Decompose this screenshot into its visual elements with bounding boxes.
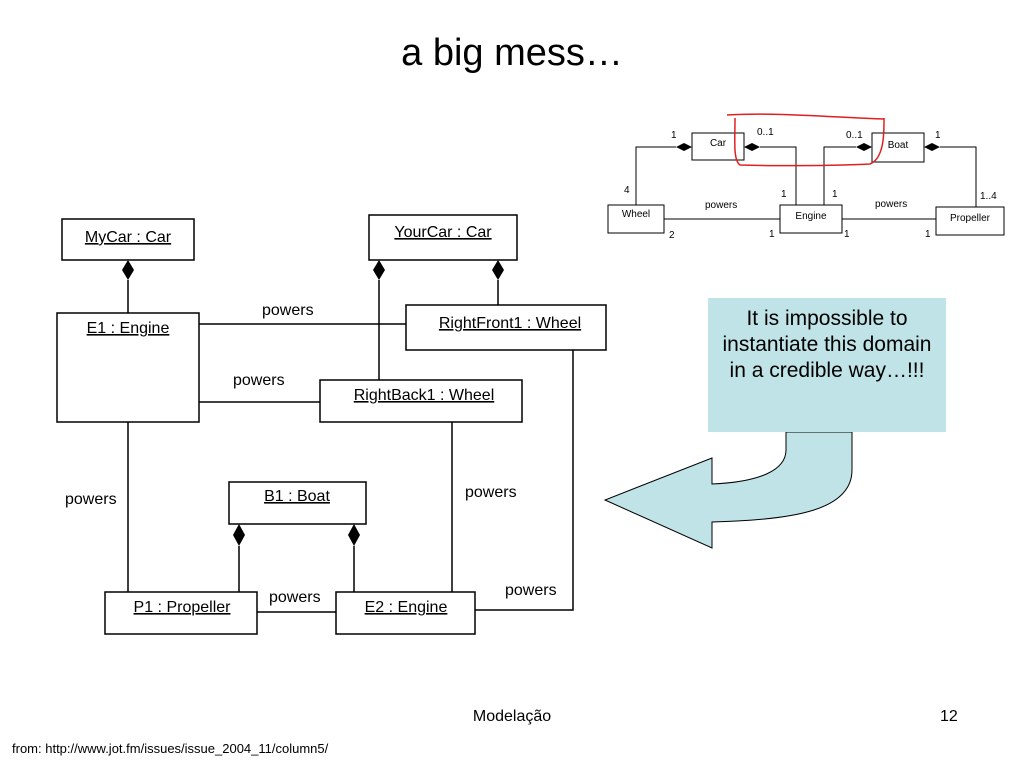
class-diamonds	[676, 143, 940, 151]
class-label-propeller: Propeller	[950, 213, 991, 224]
object-label-b1: B1 : Boat	[264, 488, 330, 505]
object-label-yourcar: YourCar : Car	[394, 224, 492, 241]
class-link-boat-propeller	[940, 146, 977, 207]
object-e2	[335, 591, 476, 635]
mult-boat-propeller-1: 1	[935, 130, 941, 141]
class-link-car-engine	[760, 146, 797, 205]
slide-title: a big mess…	[401, 32, 623, 74]
object-label-rightback1: RightBack1 : Wheel	[354, 387, 495, 404]
diamond-mycar	[122, 260, 134, 280]
class-diamond-car-right	[744, 143, 760, 151]
object-label-mycar: MyCar : Car	[85, 229, 172, 246]
page-number: 12	[940, 708, 958, 725]
link-label-rightfront1-e2: powers	[505, 582, 557, 599]
class-label-engine: Engine	[795, 211, 827, 222]
mult-wheel-engine-2: 2	[669, 230, 675, 241]
link-label-p1-e2: powers	[269, 589, 321, 606]
diamond-yourcar-left	[373, 260, 385, 280]
object-b1	[228, 481, 367, 525]
class-diamond-car-left	[676, 143, 692, 151]
object-p1	[104, 591, 258, 635]
class-label-boat: Boat	[888, 140, 909, 151]
class-assoc-label-wheel-engine: powers	[705, 200, 737, 211]
class-links	[635, 146, 977, 220]
class-link-car-wheel	[635, 146, 676, 205]
class-diamond-boat-right	[924, 143, 940, 151]
class-engine	[779, 204, 843, 234]
link-label-e1-rightfront1: powers	[262, 302, 314, 319]
mult-engine-car: 1	[781, 189, 787, 200]
diamond-b1-right	[348, 524, 360, 546]
diamond-yourcar-right	[492, 260, 504, 280]
mult-engine-wheel-1: 1	[769, 229, 775, 240]
object-rightfront1	[405, 304, 607, 351]
red-highlight-mark	[726, 113, 885, 167]
link-label-rightback1-e2: powers	[465, 484, 517, 501]
mult-boat-engine: 0..1	[846, 130, 863, 141]
class-assoc-label-engine-propeller: powers	[875, 199, 907, 210]
object-rightback1	[319, 379, 523, 423]
callout-box: It is impossible to instantiate this dom…	[708, 298, 946, 432]
class-link-boat-engine	[823, 146, 856, 205]
diamond-b1-left	[233, 524, 245, 546]
link-rightfront1-e2	[475, 350, 574, 611]
object-label-p1: P1 : Propeller	[134, 599, 232, 616]
class-propeller	[935, 206, 1005, 236]
composition-diamonds	[122, 260, 504, 546]
curved-arrow	[603, 431, 853, 549]
footer-title: Modelação	[472, 708, 552, 725]
link-label-e1-rightback1: powers	[233, 372, 285, 389]
class-wheel	[607, 204, 665, 234]
object-links	[127, 280, 574, 613]
mult-engine-boat: 1	[832, 189, 838, 200]
mult-propeller-boat: 1..4	[980, 191, 997, 202]
mult-car-wheel-1: 1	[671, 130, 677, 141]
mult-engine-propeller-1: 1	[844, 229, 850, 240]
object-label-e1: E1 : Engine	[87, 320, 170, 337]
object-yourcar	[368, 214, 518, 261]
source-citation: from: http://www.jot.fm/issues/issue_200…	[12, 741, 329, 756]
object-label-e2: E2 : Engine	[365, 599, 448, 616]
object-boxes	[56, 214, 607, 635]
mult-propeller-engine-1: 1	[925, 229, 931, 240]
mult-wheel-4: 4	[624, 185, 630, 196]
class-boxes	[607, 132, 1005, 236]
object-e1	[56, 312, 200, 423]
object-mycar	[61, 218, 195, 261]
class-boat	[871, 132, 925, 163]
class-label-wheel: Wheel	[622, 209, 650, 220]
class-label-car: Car	[710, 138, 727, 149]
class-diamond-boat-left	[856, 143, 872, 151]
link-label-e1-p1: powers	[65, 491, 117, 508]
mult-car-engine: 0..1	[757, 127, 774, 138]
object-label-rightfront1: RightFront1 : Wheel	[439, 315, 581, 332]
